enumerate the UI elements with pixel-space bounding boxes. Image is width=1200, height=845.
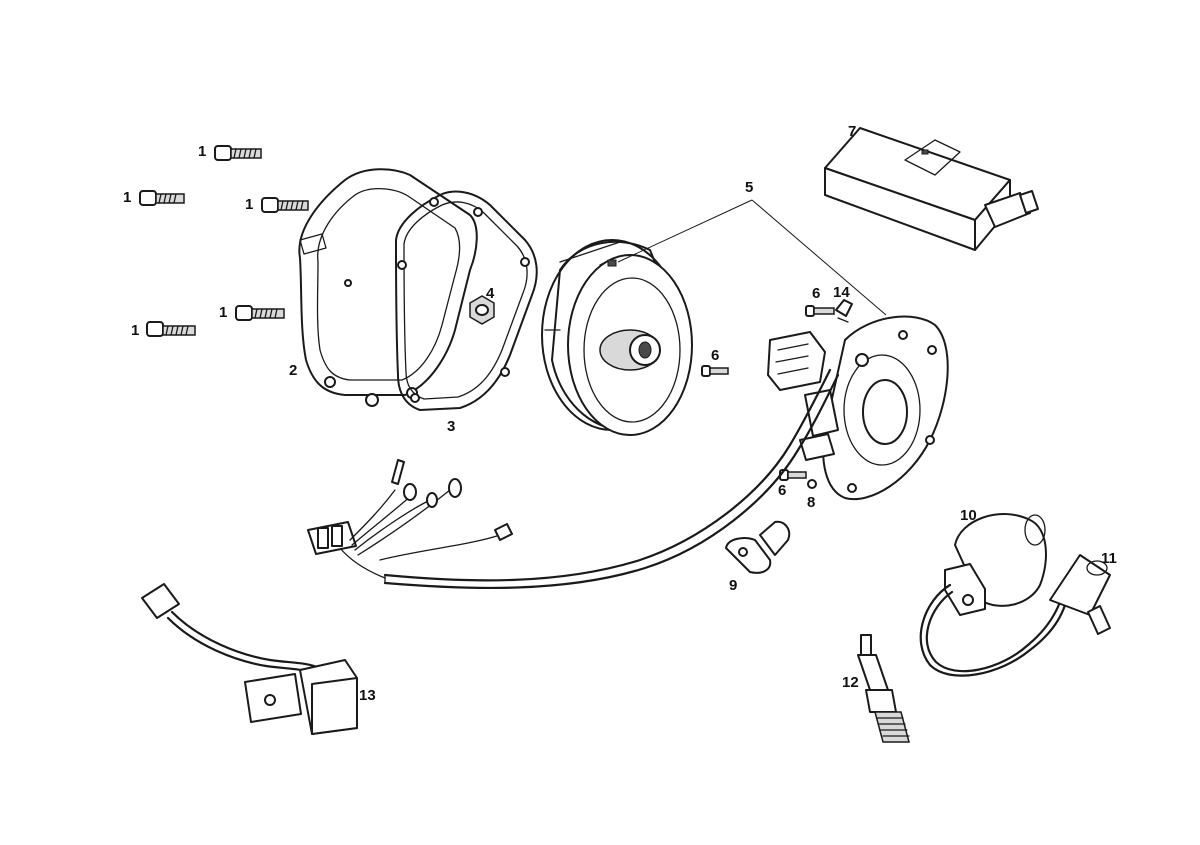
- bolt-1a: [214, 145, 262, 161]
- callout-9: 9: [729, 577, 737, 594]
- spark-plug: [857, 634, 910, 743]
- screw-6b: [805, 305, 835, 317]
- spark-plug-cap: [1049, 554, 1111, 635]
- callout-12: 12: [842, 674, 859, 691]
- callout-6b: 6: [812, 285, 820, 302]
- callout-1a: 1: [198, 143, 206, 160]
- cover-gasket: [395, 190, 538, 411]
- flywheel-nut: [469, 295, 495, 325]
- callout-10: 10: [960, 507, 977, 524]
- callout-3: 3: [447, 418, 455, 435]
- cdi-unit: [824, 127, 1039, 251]
- callout-4: 4: [486, 285, 495, 302]
- flywheel-cover: [298, 168, 478, 407]
- rubber-mount: [725, 520, 791, 574]
- callout-13: 13: [359, 687, 376, 704]
- callout-11: 11: [1101, 550, 1117, 567]
- callout-6a: 6: [711, 347, 719, 364]
- leader-line-5b: [751, 199, 887, 316]
- callout-8: 8: [807, 494, 815, 511]
- bolt-1c: [261, 197, 309, 213]
- leader-line-5a: [617, 199, 753, 263]
- callout-2: 2: [289, 362, 297, 379]
- stator-plate: [767, 315, 949, 501]
- callout-5: 5: [745, 179, 753, 196]
- callout-1d: 1: [219, 304, 227, 321]
- washer-8: [807, 479, 817, 489]
- callout-7: 7: [848, 123, 856, 140]
- stator-wiring-harness: [307, 368, 840, 590]
- callout-1c: 1: [245, 196, 253, 213]
- callout-14: 14: [833, 284, 850, 301]
- callout-1b: 1: [123, 189, 131, 206]
- voltage-regulator: [141, 583, 358, 735]
- bolt-1b: [139, 190, 185, 206]
- bolt-1e: [146, 321, 196, 337]
- clip-14: [835, 299, 853, 323]
- flywheel-rotor: [541, 239, 693, 436]
- callout-6c: 6: [778, 482, 786, 499]
- bolt-1d: [235, 305, 285, 321]
- screw-6a: [701, 365, 729, 377]
- ignition-coil: [919, 513, 1067, 677]
- callout-1e: 1: [131, 322, 139, 339]
